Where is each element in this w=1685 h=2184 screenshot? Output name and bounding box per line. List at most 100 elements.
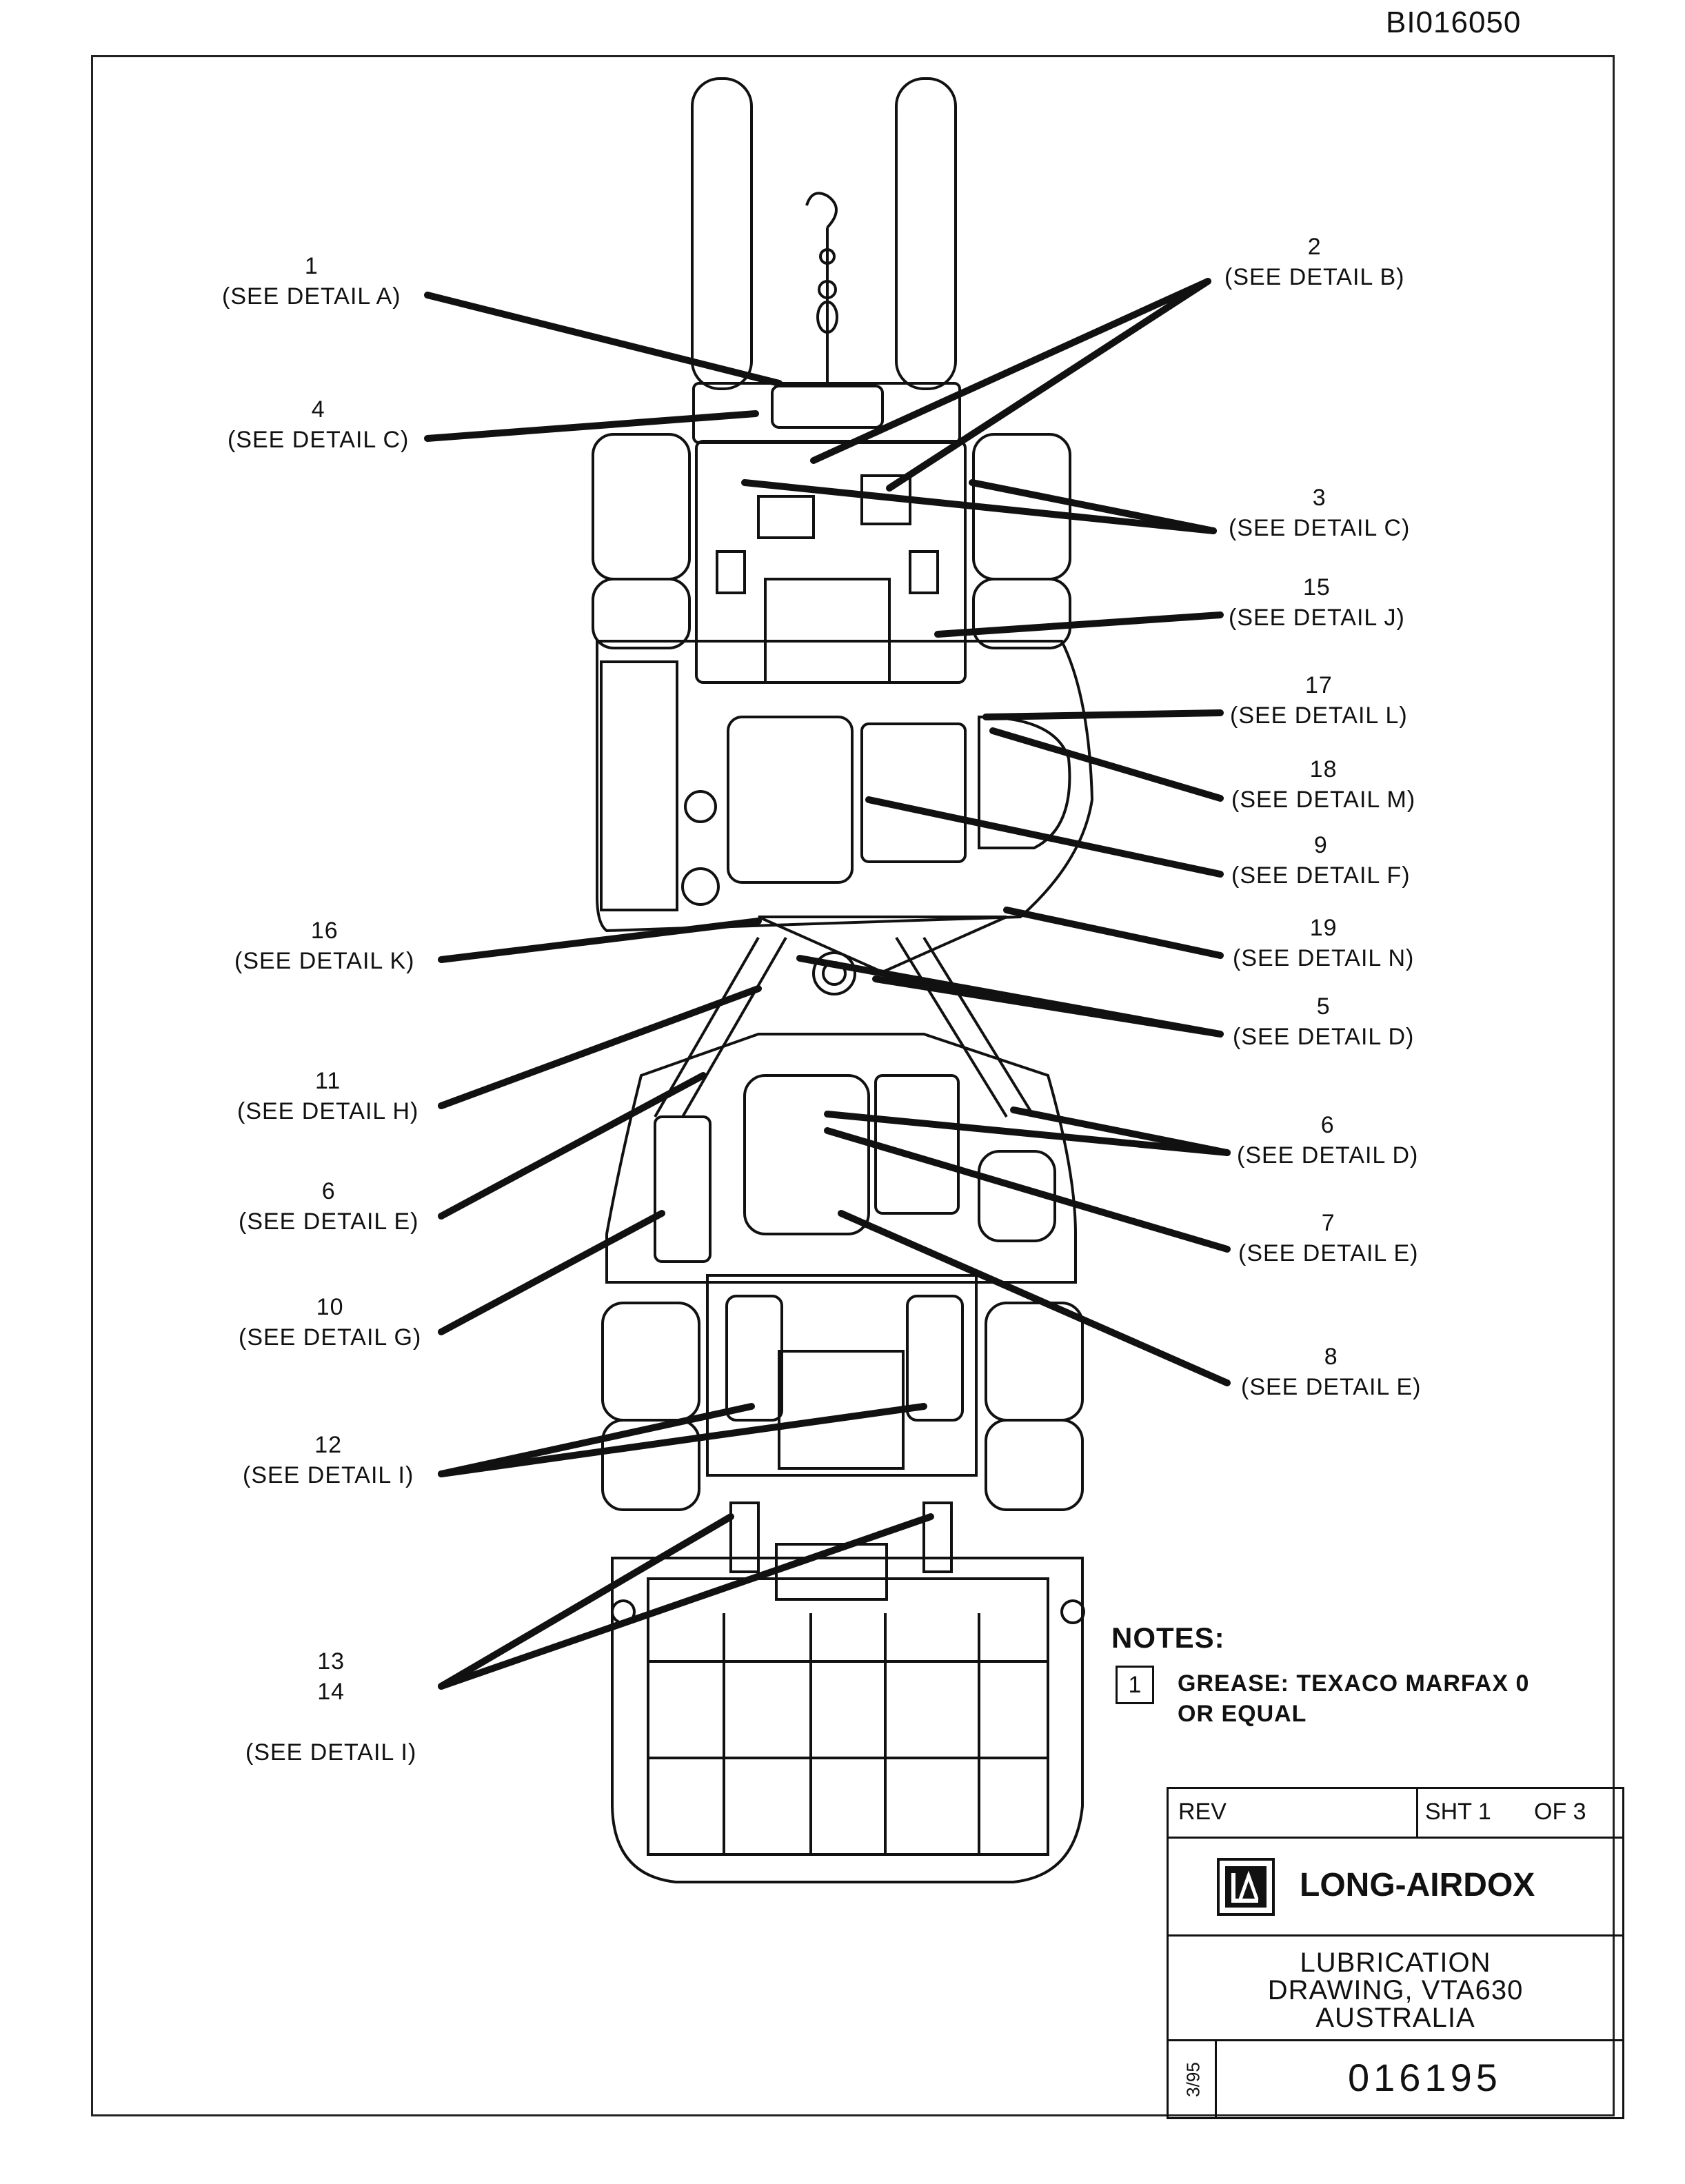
front-wheel-left-upper [592,433,691,580]
rear-wheel-left-lower [601,1419,700,1511]
callout-number: 12 [314,1432,343,1458]
callout-number: 2 [1307,234,1322,260]
leader-6d-a [824,1111,1231,1156]
callout-8: 8 (SEE DETAIL E) [1241,1342,1422,1402]
leader-10 [438,1210,665,1335]
callout-detail: (SEE DETAIL E) [1238,1240,1419,1266]
callout-detail: (SEE DETAIL C) [228,427,410,453]
callout-detail: (SEE DETAIL C) [1229,515,1411,541]
drawing-number: 016195 [1348,2056,1502,2099]
callout-detail: (SEE DETAIL D) [1237,1142,1419,1169]
callout-13-14: 13 14 (SEE DETAIL I) [245,1616,416,1798]
callout-detail: (SEE DETAIL I) [243,1462,414,1488]
company-name: LONG-AIRDOX [1300,1867,1535,1903]
articulation-frame [758,916,1007,974]
callout-number: 6 [321,1178,336,1204]
callout-number: 5 [1316,993,1331,1020]
callout-2: 2 (SEE DETAIL B) [1224,232,1405,292]
mid-body [596,640,1094,933]
callout-number: 7 [1321,1210,1335,1236]
date-cell: 3/95 [1169,2041,1217,2117]
callout-5: 5 (SEE DETAIL D) [1233,991,1414,1052]
mast-left [691,77,753,390]
drawing-date: 3/95 [1182,2062,1204,2097]
callout-10: 10 (SEE DETAIL G) [239,1292,421,1353]
leader-6d-b [1010,1106,1231,1156]
note-marker: 1 [1116,1666,1154,1704]
leader-13a [438,1513,734,1690]
hook-icon [805,192,838,229]
leader-3a [741,479,1217,534]
leader-11 [438,985,762,1109]
callout-number: 6 [1320,1112,1335,1138]
rear-axle [706,1274,978,1477]
leader-2a [810,278,1211,464]
callout-detail: (SEE DETAIL L) [1230,702,1408,729]
leader-13b [438,1513,934,1690]
sheet-label: SHT 1 [1425,1799,1491,1825]
callout-number: 8 [1324,1344,1338,1370]
leader-8 [838,1210,1231,1386]
note-text: GREASE: TEXACO MARFAX 0 OR EQUAL [1178,1668,1529,1729]
callout-number: 15 [1303,574,1331,600]
callout-number: 17 [1304,672,1333,698]
drawing-frame [91,55,1615,2116]
callout-number: 16 [310,918,339,944]
callout-7: 7 (SEE DETAIL E) [1238,1208,1419,1268]
rear-compartment [611,1557,1084,1883]
callout-number: 1 [304,253,319,279]
callout-1: 1 (SEE DETAIL A) [222,251,401,312]
callout-18: 18 (SEE DETAIL M) [1231,754,1415,815]
callout-detail: (SEE DETAIL G) [239,1324,422,1351]
callout-detail: (SEE DETAIL I) [245,1739,417,1766]
drawing-title-line1: LUBRICATION [1300,1948,1491,1978]
callout-detail: (SEE DETAIL J) [1229,605,1405,631]
callout-detail: (SEE DETAIL D) [1233,1024,1415,1050]
leader-3b [969,479,1217,534]
leader-18 [989,727,1224,802]
callout-4: 4 (SEE DETAIL C) [228,394,409,455]
leader-6e [438,1072,707,1220]
drawing-number-cell: 016195 [1217,2041,1622,2117]
leader-17 [982,709,1224,720]
leader-4 [424,410,759,442]
callout-number: 11 [315,1068,341,1094]
rear-wheel-right-lower [985,1419,1084,1511]
callout-detail: (SEE DETAIL A) [222,283,401,310]
company-cell: LONG-AIRDOX [1169,1839,1622,1937]
mast-right [895,77,957,390]
callout-detail: (SEE DETAIL H) [237,1098,419,1124]
callout-number: 13 14 [317,1648,345,1705]
callout-number: 18 [1309,756,1338,782]
callout-3: 3 (SEE DETAIL C) [1229,483,1410,543]
rear-wheel-left-upper [601,1302,700,1422]
callout-detail: (SEE DETAIL B) [1224,264,1405,290]
callout-detail: (SEE DETAIL K) [234,948,415,974]
front-wheel-right-lower [972,578,1071,649]
of-label: OF 3 [1534,1799,1586,1825]
front-frame [695,440,967,684]
callout-number: 9 [1313,832,1328,858]
callout-detail: (SEE DETAIL N) [1233,945,1415,971]
callout-number: 10 [316,1294,344,1320]
rev-label: REV [1178,1799,1227,1825]
callout-16: 16 (SEE DETAIL K) [234,916,415,976]
sheet-cell: SHT 1 OF 3 [1418,1789,1622,1839]
callout-number: 19 [1309,915,1338,941]
leader-16 [438,918,762,963]
leader-19 [1003,907,1224,959]
drawing-title-line3: AUSTRALIA [1315,2003,1475,2033]
notes-title: NOTES: [1111,1621,1225,1654]
callout-detail: (SEE DETAIL E) [1241,1374,1422,1400]
leader-12a [438,1403,755,1477]
leader-1 [424,292,783,387]
drawing-title: LUBRICATION DRAWING, VTA630 AUSTRALIA [1169,1949,1622,2032]
leader-2b [886,278,1211,492]
callout-detail: (SEE DETAIL F) [1231,862,1411,889]
callout-number: 3 [1312,485,1326,511]
note-text-line2: OR EQUAL [1178,1701,1307,1727]
note-text-line1: GREASE: TEXACO MARFAX 0 [1178,1670,1530,1697]
leader-15 [934,611,1224,638]
drawing-title-line2: DRAWING, VTA630 [1267,1975,1524,2005]
